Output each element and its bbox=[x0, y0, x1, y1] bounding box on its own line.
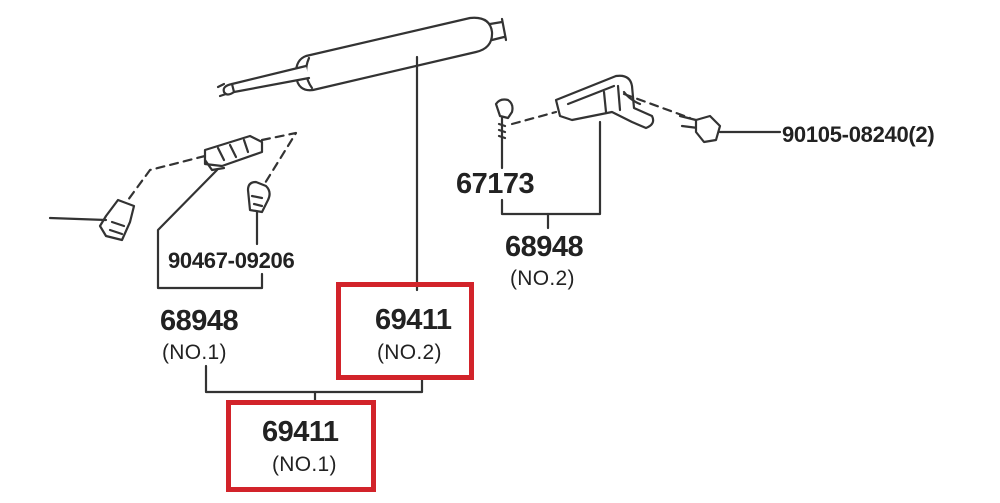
part-number-90105-08240: 90105-08240(2) bbox=[782, 122, 935, 147]
part-qualifier-68948-no1: (NO.1) bbox=[162, 341, 227, 364]
part-number-68948-no2: 68948 bbox=[505, 231, 584, 263]
right-screw-drawing bbox=[494, 98, 514, 142]
highlight-box-69411-no2 bbox=[336, 282, 474, 380]
left-bracket-drawing bbox=[203, 134, 264, 172]
part-number-68948-no1: 68948 bbox=[160, 305, 239, 337]
part-number-69411-no2: 69411 bbox=[375, 304, 452, 336]
part-qualifier-69411-no2: (NO.2) bbox=[377, 341, 442, 364]
right-bolt-drawing bbox=[678, 114, 722, 144]
highlight-box-69411-no1 bbox=[226, 400, 376, 492]
part-number-67173: 67173 bbox=[456, 168, 535, 200]
part-qualifier-68948-no2: (NO.2) bbox=[510, 267, 575, 290]
part-qualifier-69411-no1: (NO.1) bbox=[272, 453, 337, 476]
part-number-69411-no1: 69411 bbox=[262, 416, 339, 448]
right-bracket-drawing bbox=[554, 74, 655, 130]
left-screw-drawing bbox=[246, 180, 271, 214]
part-number-90467-09206: 90467-09206 bbox=[168, 248, 295, 273]
gas-stay-drawing bbox=[216, 16, 508, 98]
left-bolt-drawing bbox=[98, 198, 136, 242]
